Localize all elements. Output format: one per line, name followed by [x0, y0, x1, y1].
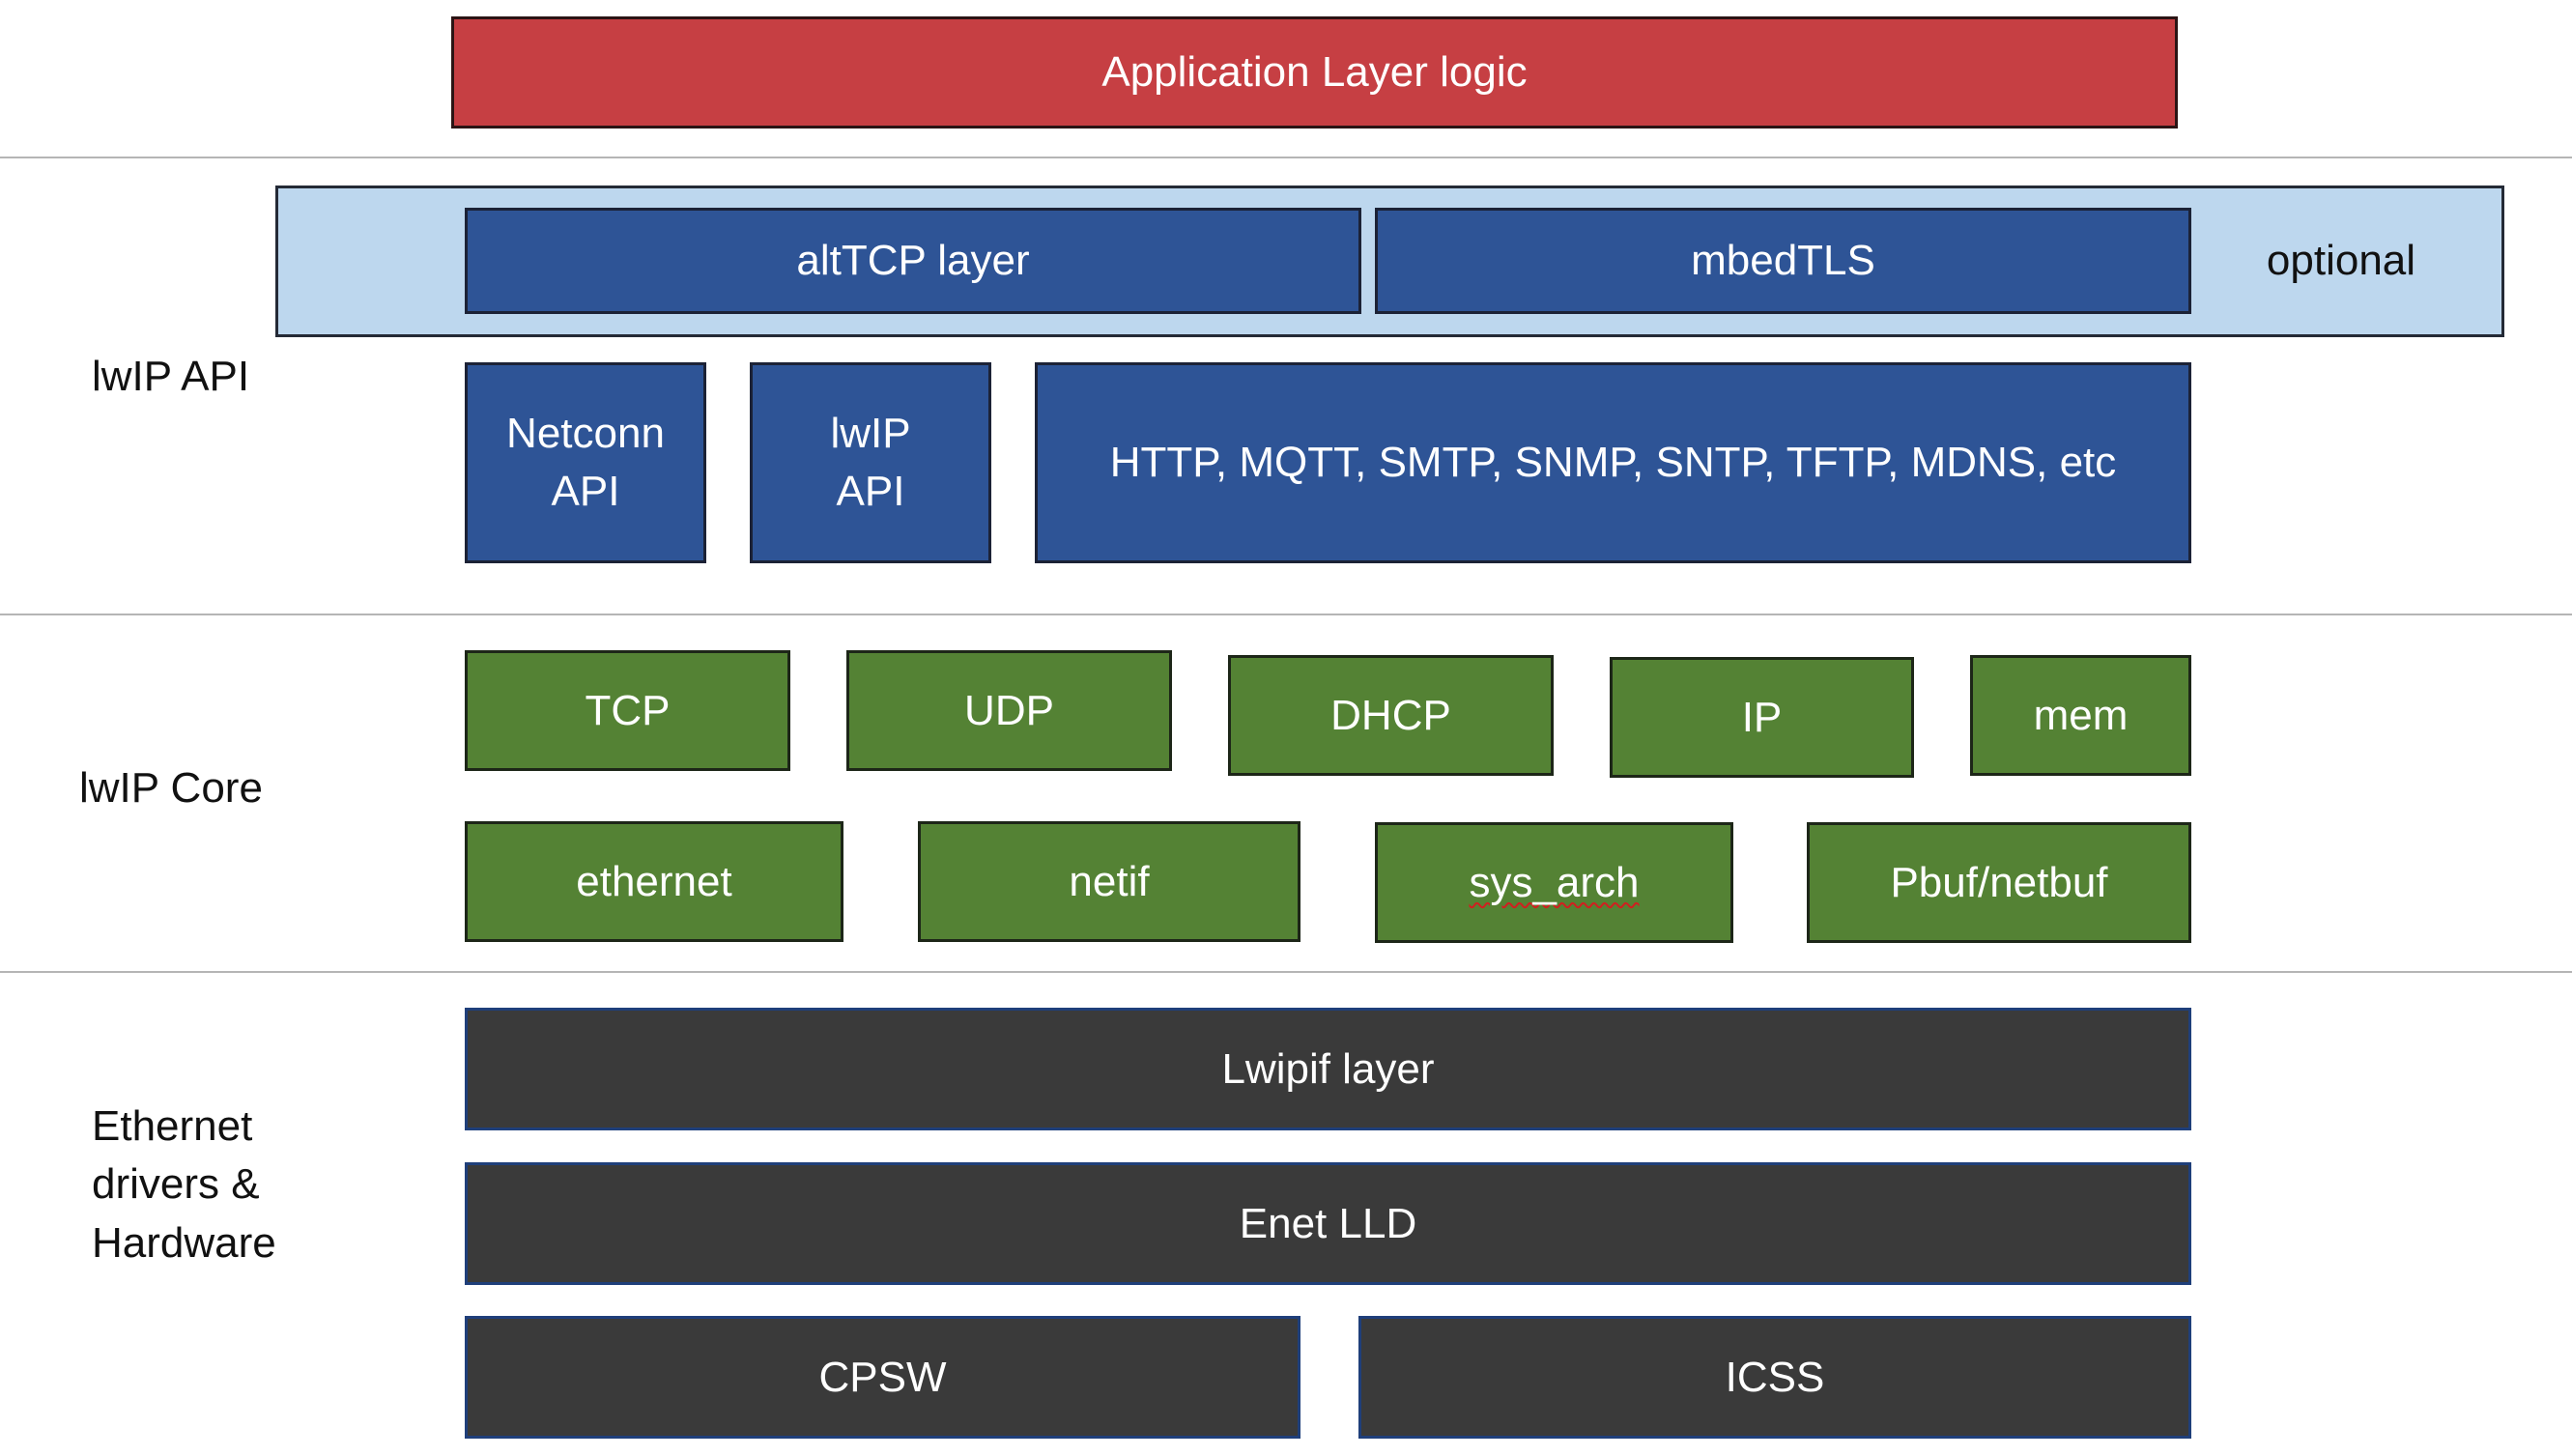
alttcp-layer-label: altTCP layer: [796, 232, 1029, 290]
divider-app-api: [0, 157, 2572, 158]
tcp-block: TCP: [465, 650, 790, 771]
enet-lld-block: Enet LLD: [465, 1162, 2191, 1285]
dhcp-label: DHCP: [1330, 687, 1451, 745]
mem-label: mem: [2034, 687, 2129, 745]
cpsw-block: CPSW: [465, 1316, 1300, 1439]
netif-label: netif: [1069, 853, 1149, 911]
udp-label: UDP: [964, 682, 1054, 740]
ethernet-block: ethernet: [465, 821, 843, 942]
sys-arch-block: sys_arch: [1375, 822, 1733, 943]
netconn-api-label-line2: API: [552, 463, 620, 521]
netif-block: netif: [918, 821, 1300, 942]
lwip-api-label-line2: API: [837, 463, 905, 521]
dhcp-block: DHCP: [1228, 655, 1554, 776]
tcp-label: TCP: [586, 682, 671, 740]
udp-block: UDP: [846, 650, 1172, 771]
application-protocols-block: HTTP, MQTT, SMTP, SNMP, SNTP, TFTP, MDNS…: [1035, 362, 2191, 563]
application-layer-block: Application Layer logic: [451, 16, 2178, 128]
netconn-api-block: Netconn API: [465, 362, 706, 563]
enet-lld-label: Enet LLD: [1240, 1195, 1416, 1253]
lwip-api-block: lwIP API: [750, 362, 991, 563]
lwipif-layer-block: Lwipif layer: [465, 1008, 2191, 1130]
drivers-layer-label-line3: Hardware: [92, 1214, 276, 1272]
lwip-api-label-line1: lwIP: [830, 405, 910, 463]
mbedtls-label: mbedTLS: [1691, 232, 1875, 290]
alttcp-layer-block: altTCP layer: [465, 208, 1361, 314]
divider-core-drivers: [0, 971, 2572, 973]
mem-block: mem: [1970, 655, 2191, 776]
pbuf-netbuf-label: Pbuf/netbuf: [1890, 854, 2107, 912]
cpsw-label: CPSW: [819, 1349, 947, 1407]
divider-api-core: [0, 614, 2572, 615]
netconn-api-label-line1: Netconn: [506, 405, 665, 463]
mbedtls-block: mbedTLS: [1375, 208, 2191, 314]
ethernet-label: ethernet: [576, 853, 731, 911]
icss-block: ICSS: [1358, 1316, 2191, 1439]
lwipif-layer-label: Lwipif layer: [1221, 1041, 1434, 1099]
drivers-layer-label-line1: Ethernet: [92, 1098, 276, 1156]
optional-label: optional: [2191, 208, 2491, 314]
ip-block: IP: [1610, 657, 1914, 778]
lwip-api-layer-label: lwIP API: [92, 348, 249, 406]
lwip-core-layer-label: lwIP Core: [79, 759, 263, 817]
application-layer-label: Application Layer logic: [1101, 43, 1527, 101]
sys-arch-label: sys_arch: [1469, 854, 1639, 912]
pbuf-netbuf-block: Pbuf/netbuf: [1807, 822, 2191, 943]
icss-label: ICSS: [1726, 1349, 1825, 1407]
application-protocols-label: HTTP, MQTT, SMTP, SNMP, SNTP, TFTP, MDNS…: [1110, 434, 2117, 492]
drivers-layer-label: Ethernet drivers & Hardware: [92, 1098, 276, 1272]
ip-label: IP: [1742, 689, 1783, 747]
drivers-layer-label-line2: drivers &: [92, 1156, 276, 1213]
